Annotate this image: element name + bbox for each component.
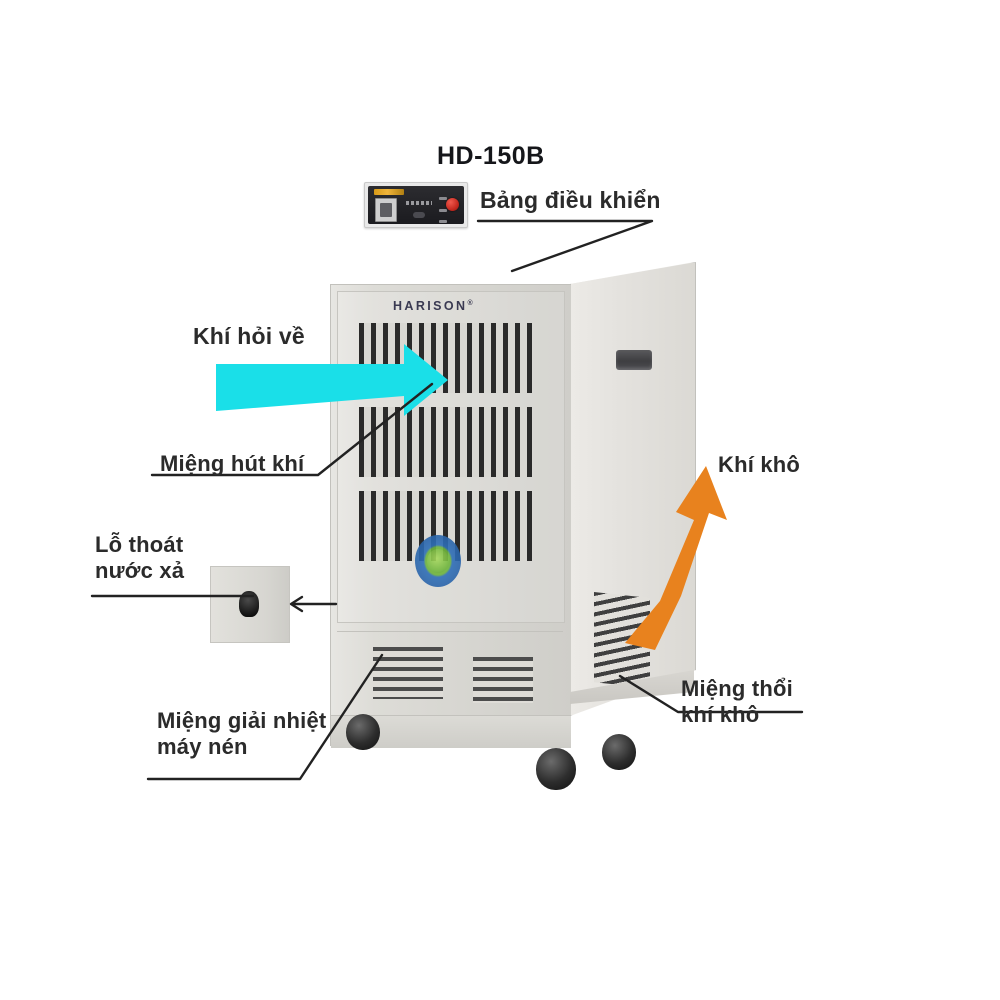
control-panel-indicator-icon: [413, 212, 425, 218]
label-control-panel: Bảng điều khiển: [480, 187, 661, 213]
drain-valve-icon: [239, 591, 259, 617]
control-panel-text-row-icon: [406, 201, 432, 205]
certification-badge-icon: [415, 535, 461, 587]
dry-air-outlet-vent: [594, 592, 650, 688]
caster-wheel: [602, 734, 636, 770]
machine-front-panel: HARISON®: [330, 284, 571, 748]
label-return-air: Khí hỏi về: [193, 323, 305, 349]
label-dry-air: Khí khô: [718, 452, 801, 477]
front-grille: [359, 323, 533, 561]
caster-wheel: [536, 748, 576, 790]
label-compressor-vent: Miệng giải nhiệt máy nén: [157, 708, 327, 759]
panel-seam: [337, 631, 563, 632]
label-dry-air-outlet: Miệng thổi khí khô: [681, 676, 793, 727]
page-title: HD-150B: [437, 142, 545, 170]
compressor-vent-left: [373, 647, 443, 699]
control-panel-display-icon: [375, 198, 397, 222]
label-drain-outlet: Lỗ thoát nước xả: [95, 532, 185, 583]
compressor-vent-right: [473, 657, 533, 703]
drain-valve-inset: [210, 566, 290, 643]
grille-row: [359, 323, 533, 393]
dehumidifier-illustration: HARISON®: [330, 262, 696, 790]
control-panel-face: [368, 186, 464, 224]
caster-wheel: [346, 714, 380, 750]
control-panel-inset: [364, 182, 468, 228]
brand-logo-superscript: ®: [467, 299, 476, 307]
grille-row: [359, 407, 533, 477]
control-panel-power-knob-icon: [446, 198, 459, 211]
brand-logo-text: HARISON: [393, 299, 468, 313]
brand-logo: HARISON®: [393, 299, 475, 313]
label-air-intake: Miệng hút khí: [160, 451, 305, 476]
control-panel-buttons-icon: [438, 197, 448, 223]
control-panel-brand-icon: [374, 189, 404, 195]
side-handle-icon: [616, 350, 652, 370]
